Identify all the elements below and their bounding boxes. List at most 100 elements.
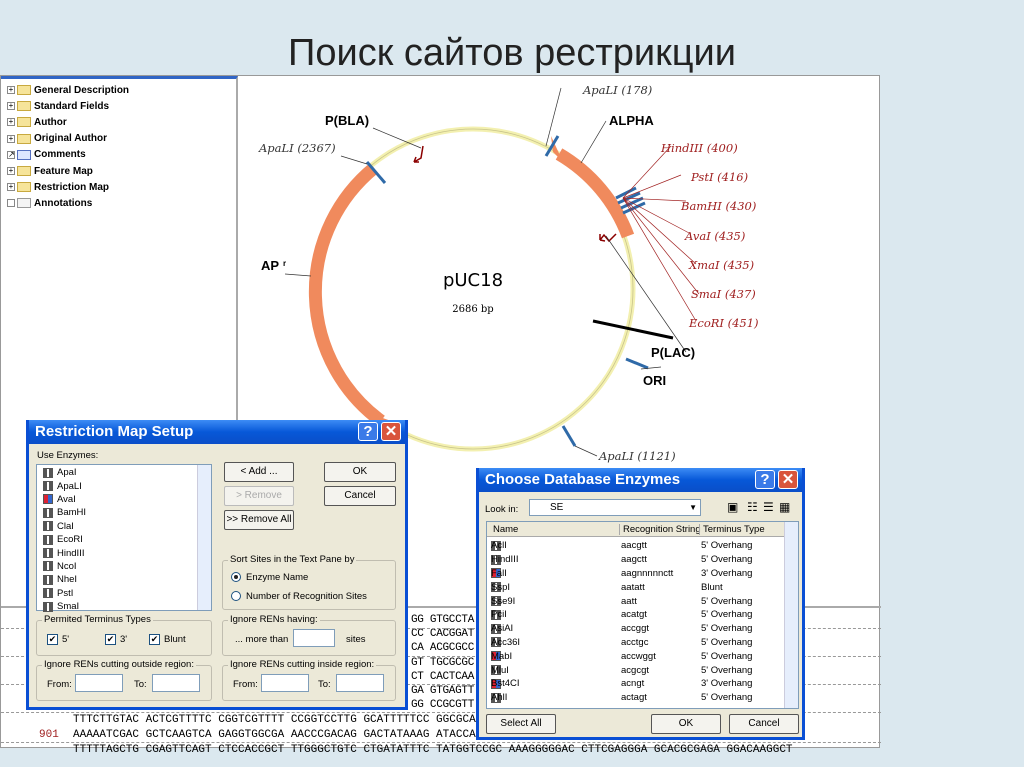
site-label[interactable]: AvaI (435) <box>684 229 745 243</box>
expand-icon[interactable]: + <box>7 166 15 175</box>
help-button[interactable]: ? <box>755 470 775 489</box>
inside-from-input[interactable] <box>261 674 309 692</box>
site-label[interactable]: SmaI (437) <box>691 287 756 301</box>
expand-icon[interactable]: + <box>7 182 15 192</box>
enzyme-list-item[interactable]: SmaI <box>37 600 211 613</box>
sequence-fragment: CA ACGCGCC <box>411 642 475 655</box>
table-scrollbar[interactable] <box>784 522 798 708</box>
enzyme-list-scrollbar[interactable] <box>197 465 211 610</box>
tree-item-annotations[interactable]: Annotations <box>7 195 92 211</box>
outside-to-label: To: <box>134 679 147 690</box>
tree-item-restriction-map[interactable]: +Restriction Map <box>7 179 109 195</box>
enzyme-list-item[interactable]: ApaLI <box>37 479 211 492</box>
col-terminus[interactable]: Terminus Type <box>699 524 765 535</box>
inside-to-input[interactable] <box>336 674 384 692</box>
site-label[interactable]: EcoRI (451) <box>688 316 759 330</box>
outside-from-input[interactable] <box>75 674 123 692</box>
ok-button[interactable]: OK <box>324 462 396 482</box>
site-label[interactable]: ApaLI (1121) <box>598 449 676 463</box>
site-label[interactable]: ApaLI (178) <box>582 83 652 97</box>
dropdown-arrow-icon[interactable]: ▼ <box>689 503 697 512</box>
more-than-input[interactable] <box>293 629 335 647</box>
cancel-button[interactable]: Cancel <box>729 714 799 734</box>
tree-item-standard-fields[interactable]: +Standard Fields <box>7 98 109 114</box>
feature-ori[interactable]: ORI <box>643 373 666 388</box>
enzyme-list-item[interactable]: ApaI <box>37 466 211 479</box>
term-3-checkbox[interactable]: ✔3' <box>105 634 128 646</box>
col-recognition[interactable]: Recognition String <box>619 524 701 535</box>
add-button[interactable]: < Add ... <box>224 462 294 482</box>
tree-item-feature-map[interactable]: +Feature Map <box>7 163 93 179</box>
sequence-line: AAAAATCGAC GCTCAAGTCA GAGGTGGCGA AACCCGA… <box>73 729 483 741</box>
site-label[interactable]: ApaLI (2367) <box>258 141 336 155</box>
remove-button[interactable]: > Remove <box>224 486 294 506</box>
feature-ap[interactable]: AP <box>261 258 279 273</box>
expand-icon[interactable] <box>7 199 15 208</box>
sort-enzyme-name-radio[interactable]: Enzyme Name <box>231 572 308 583</box>
tree-item-original-author[interactable]: +Original Author <box>7 131 107 147</box>
sequence-fragment: GA GTGAGTT <box>411 685 475 697</box>
site-label[interactable]: XmaI (435) <box>688 258 754 272</box>
select-all-button[interactable]: Select All <box>486 714 556 734</box>
feature-alpha[interactable]: ALPHA <box>609 113 654 128</box>
sequence-fragment: CT CACTCAA <box>411 670 475 683</box>
term-blunt-checkbox[interactable]: ✔Blunt <box>149 634 186 646</box>
enzyme-db-table[interactable]: Name Recognition String Terminus Type Ac… <box>486 521 799 709</box>
feature-pbla[interactable]: P(BLA) <box>325 113 369 128</box>
expand-icon[interactable]: + <box>7 117 15 127</box>
enzyme-list-item[interactable]: NheI <box>37 573 211 586</box>
expand-icon[interactable]: + <box>7 85 15 94</box>
cancel-button[interactable]: Cancel <box>324 486 396 506</box>
close-button[interactable]: ✕ <box>778 470 798 489</box>
grid-view-icon[interactable]: ▦ <box>779 500 791 514</box>
enzyme-icon <box>491 678 501 689</box>
feature-plac[interactable]: P(LAC) <box>651 345 695 360</box>
outside-to-input[interactable] <box>152 674 200 692</box>
col-name[interactable]: Name <box>493 524 519 535</box>
help-button[interactable]: ? <box>358 422 378 441</box>
details-view-icon[interactable]: ☰ <box>763 500 774 514</box>
list-view-icon[interactable]: ☷ <box>747 500 758 514</box>
expand-icon[interactable]: + <box>7 101 15 111</box>
folder-icon <box>17 117 31 128</box>
feature-ap-superscript: r <box>283 259 286 268</box>
sort-sites-radio[interactable]: Number of Recognition Sites <box>231 591 367 602</box>
expand-icon[interactable]: + <box>7 133 15 143</box>
sites-label: sites <box>346 634 366 645</box>
tree-item-comments[interactable]: ↗Comments <box>7 147 86 163</box>
ok-button[interactable]: OK <box>651 714 721 734</box>
site-label[interactable]: BamHI (430) <box>680 199 756 213</box>
tree-item-author[interactable]: +Author <box>7 114 67 130</box>
tree-item-general-description[interactable]: +General Description <box>7 82 129 98</box>
dialog-title: Restriction Map Setup <box>35 423 194 440</box>
close-button[interactable]: ✕ <box>381 422 401 441</box>
expand-icon[interactable]: ↗ <box>7 149 15 159</box>
enzyme-list-item[interactable]: HindIII <box>37 546 211 559</box>
look-in-select[interactable]: SE▼ <box>529 499 701 516</box>
up-folder-icon[interactable]: ▣ <box>727 500 739 514</box>
enzyme-list-item[interactable]: NcoI <box>37 560 211 573</box>
site-label[interactable]: PstI (416) <box>690 170 748 184</box>
site-label[interactable]: HindIII (400) <box>660 141 738 155</box>
enzyme-list-item[interactable]: AvaI <box>37 493 211 506</box>
enzyme-list-item[interactable]: PstI <box>37 587 211 600</box>
term-5-checkbox[interactable]: ✔5' <box>47 634 70 646</box>
remove-all-button[interactable]: >> Remove All <box>224 510 294 530</box>
enzyme-list-item[interactable]: ClaI <box>37 520 211 533</box>
enzyme-list-item[interactable]: BamHI <box>37 506 211 519</box>
enzyme-list-item[interactable]: EcoRI <box>37 533 211 546</box>
